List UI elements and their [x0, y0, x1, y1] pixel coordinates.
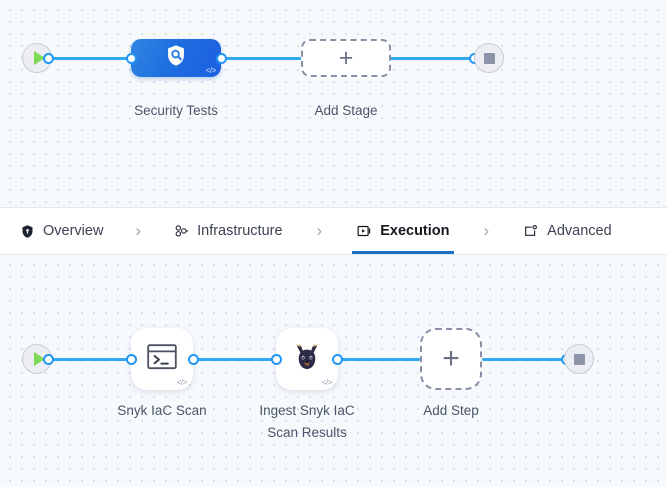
pipeline-end-node[interactable] [474, 43, 504, 73]
tab-execution[interactable]: Execution [352, 208, 454, 254]
tab-separator-3: › [483, 221, 490, 240]
code-badge: </> [176, 378, 188, 387]
plus-icon: + [338, 43, 354, 72]
step-node-label: Ingest Snyk IaC Scan Results [259, 403, 355, 441]
cluster-icon [173, 223, 189, 239]
code-badge: </> [205, 66, 217, 75]
snyk-dog-icon [290, 340, 324, 379]
add-stage-button[interactable]: + [301, 39, 391, 77]
tab-overview[interactable]: Overview [16, 208, 107, 254]
wire-start-to-stage [46, 57, 134, 60]
terminal-icon [146, 342, 178, 377]
wire-addstage-to-end [390, 57, 476, 60]
stage-node-label: Security Tests [134, 103, 218, 118]
step-canvas[interactable]: </> Snyk IaC Scan </> Ingest Snyk IaC Sc… [0, 255, 667, 487]
play-window-icon [356, 223, 372, 239]
port-step-start-out[interactable] [43, 354, 54, 365]
port-stage-out[interactable] [216, 53, 227, 64]
add-step-button[interactable]: + [420, 328, 482, 390]
tab-separator-1: › [135, 221, 142, 240]
step-node-snyk-iac-scan[interactable]: </> [131, 328, 193, 390]
tab-advanced-label: Advanced [547, 223, 612, 239]
port-stage-in[interactable] [126, 53, 137, 64]
add-stage-label: Add Stage [314, 103, 378, 118]
stop-icon [483, 52, 495, 64]
wire-step1-to-step2 [196, 358, 278, 361]
window-gear-icon [523, 223, 539, 239]
port-step1-out[interactable] [188, 354, 199, 365]
plus-icon: + [442, 342, 460, 375]
tab-separator-2: › [316, 221, 323, 240]
wire-start-to-step1 [46, 358, 132, 361]
step-node-ingest-snyk-results[interactable]: </> [276, 328, 338, 390]
wire-step2-to-addstep [338, 358, 420, 361]
code-badge: </> [321, 378, 333, 387]
stop-icon [573, 353, 585, 365]
tab-advanced[interactable]: Advanced [519, 208, 616, 254]
port-start-out[interactable] [43, 53, 54, 64]
play-icon [33, 51, 45, 65]
wire-addstep-to-end [482, 358, 566, 361]
tab-execution-label: Execution [380, 223, 450, 239]
port-step2-in[interactable] [271, 354, 282, 365]
tab-overview-label: Overview [43, 223, 104, 239]
pipeline-tab-bar[interactable]: Overview › Infrastructure › Execution › [0, 207, 667, 255]
tab-infrastructure[interactable]: Infrastructure [169, 208, 286, 254]
port-step2-out[interactable] [332, 354, 343, 365]
wire-stage-to-addstage [222, 57, 302, 60]
port-step1-in[interactable] [126, 354, 137, 365]
shield-icon [20, 224, 35, 239]
add-step-label: Add Step [423, 403, 479, 418]
stage-node-security-tests[interactable]: </> [131, 39, 221, 77]
stage-canvas[interactable]: </> Security Tests + Add Stage [0, 0, 667, 207]
play-icon [33, 352, 45, 366]
shield-search-icon [163, 43, 189, 74]
step-node-label: Snyk IaC Scan [117, 403, 207, 418]
step-end-node[interactable] [564, 344, 594, 374]
tab-infrastructure-label: Infrastructure [197, 223, 283, 239]
